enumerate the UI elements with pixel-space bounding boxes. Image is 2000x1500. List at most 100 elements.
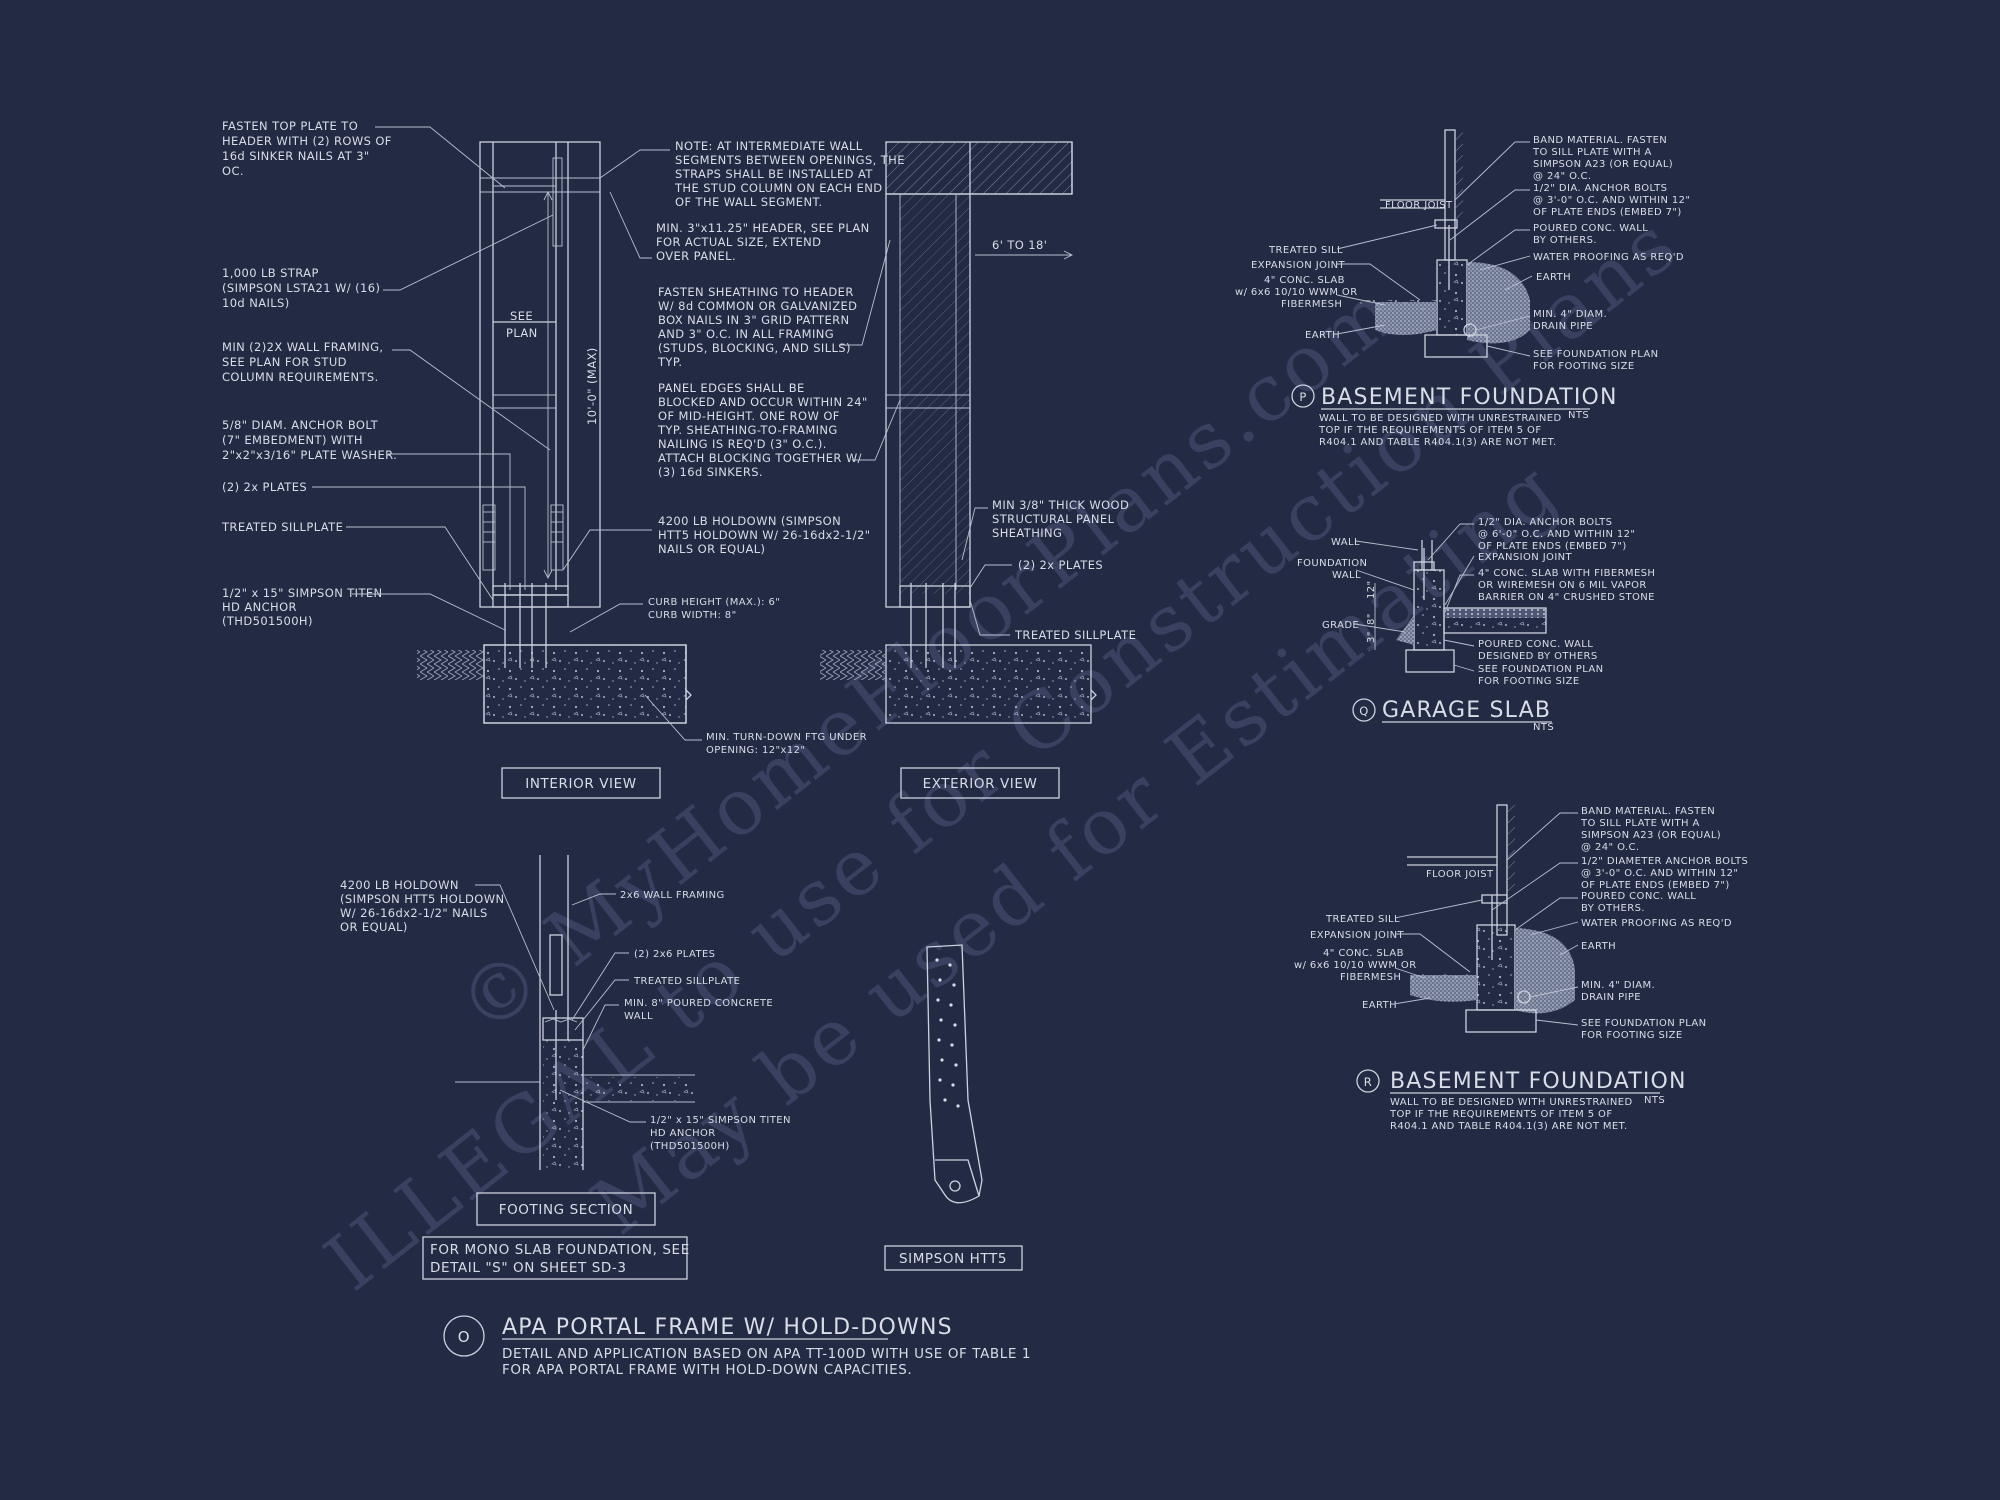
callout-anchor-bolt-2: (7" EMBEDMENT) WITH — [222, 433, 363, 447]
r-note-1: WALL TO BE DESIGNED WITH UNRESTRAINED — [1390, 1097, 1633, 1108]
simpson-htt5-detail: SIMPSON HTT5 — [884, 944, 1023, 1271]
p-band-1: BAND MATERIAL. FASTEN — [1533, 135, 1667, 146]
r-title: BASEMENT FOUNDATION — [1390, 1069, 1687, 1094]
q-footing-2: FOR FOOTING SIZE — [1478, 676, 1580, 687]
p-band-2: TO SILL PLATE WITH A — [1532, 147, 1652, 158]
q-bolts-2: @ 6'-0" O.C. AND WITHIN 12" — [1478, 529, 1635, 540]
garage-slab-q-detail: 12" 8" 3" 1/2" DIA. ANCHOR BOLTS @ 6'-0"… — [1297, 517, 1655, 733]
garage-dim-2: 8" — [1366, 613, 1377, 625]
callout-footing-framing: 2x6 WALL FRAMING — [620, 890, 725, 901]
callout-turn-down-1: MIN. TURN-DOWN FTG UNDER — [706, 732, 867, 743]
q-grade: GRADE — [1322, 620, 1359, 631]
callout-sillplate: TREATED SILLPLATE — [221, 520, 343, 534]
r-earth-right: EARTH — [1581, 941, 1616, 952]
r-wall-2: BY OTHERS. — [1581, 903, 1645, 914]
callout-sheathing-6: TYP. — [657, 355, 682, 369]
callout-wall-framing-2: SEE PLAN FOR STUD — [222, 355, 347, 369]
r-drain-1: MIN. 4" DIAM. — [1581, 980, 1655, 991]
r-waterproof: WATER PROOFING AS REQ'D — [1581, 918, 1732, 929]
r-drain-2: DRAIN PIPE — [1581, 992, 1641, 1003]
portal-frame-subtitle-1: DETAIL AND APPLICATION BASED ON APA TT-1… — [502, 1346, 1031, 1362]
callout-footing-plates: (2) 2x6 PLATES — [634, 949, 715, 960]
callout-strap-3: 10d NAILS) — [222, 296, 290, 310]
callout-panel-edges-2: BLOCKED AND OCCUR WITHIN 24" — [658, 395, 868, 409]
r-band-2: TO SILL PLATE WITH A — [1580, 818, 1700, 829]
interior-view-label: INTERIOR VIEW — [525, 776, 636, 792]
callout-sheathing-5: (STUDS, BLOCKING, AND SILLS) — [658, 341, 851, 355]
callout-footing-holdown-2: (SIMPSON HTT5 HOLDOWN — [340, 892, 505, 906]
r-slab-1: 4" CONC. SLAB — [1323, 948, 1404, 959]
r-joist: FLOOR JOIST — [1426, 869, 1494, 880]
p-footing-1: SEE FOUNDATION PLAN — [1533, 349, 1659, 360]
p-wall-2: BY OTHERS. — [1533, 235, 1597, 246]
r-band-4: @ 24" O.C. — [1581, 842, 1640, 853]
callout-sheathing-4: AND 3" O.C. IN ALL FRAMING — [658, 327, 834, 341]
callout-strap-1: 1,000 LB STRAP — [222, 266, 319, 280]
q-wall: WALL — [1331, 537, 1360, 548]
callout-sheathing-1: FASTEN SHEATHING TO HEADER — [658, 285, 854, 299]
r-note-2: TOP IF THE REQUIREMENTS OF ITEM 5 OF — [1389, 1109, 1612, 1120]
callout-footing-concrete-1: MIN. 8" POURED CONCRETE — [624, 998, 773, 1009]
callout-footing-sillplate: TREATED SILLPLATE — [633, 976, 740, 987]
r-sill: TREATED SILL — [1325, 914, 1400, 925]
callout-panel-1: MIN 3/8" THICK WOOD — [992, 498, 1129, 512]
r-bolts-1: 1/2" DIAMETER ANCHOR BOLTS — [1581, 856, 1748, 867]
garage-dim-1: 12" — [1366, 580, 1377, 599]
p-band-4: @ 24" O.C. — [1533, 171, 1592, 182]
callout-titen-1: 1/2" x 15" SIMPSON TITEN — [222, 586, 383, 600]
q-slab-2: OR WIREMESH ON 6 MIL VAPOR — [1478, 580, 1647, 591]
q-fwall-2: WALL — [1332, 570, 1361, 581]
portal-frame-title: APA PORTAL FRAME W/ HOLD-DOWNS — [502, 1315, 953, 1340]
q-conc-wall-2: DESIGNED BY OTHERS — [1478, 651, 1598, 662]
callout-sheathing-2: W/ 8d COMMON OR GALVANIZED — [658, 299, 857, 313]
p-earth-right: EARTH — [1536, 272, 1571, 283]
q-conc-wall-1: POURED CONC. WALL — [1478, 639, 1593, 650]
callout-footing-holdown-4: OR EQUAL) — [340, 920, 408, 934]
callout-header-2: FOR ACTUAL SIZE, EXTEND — [656, 235, 821, 249]
callout-panel-edges-6: ATTACH BLOCKING TOGETHER W/ — [658, 451, 862, 465]
callout-panel-3: SHEATHING — [992, 526, 1062, 540]
r-joint: EXPANSION JOINT — [1310, 930, 1405, 941]
exterior-view-label: EXTERIOR VIEW — [923, 776, 1038, 792]
callout-strap-2: (SIMPSON LSTA21 W/ (16) — [222, 281, 380, 295]
q-nts: NTS — [1533, 722, 1554, 733]
p-slab-3: FIBERMESH — [1281, 299, 1342, 310]
note-line-5: OF THE WALL SEGMENT. — [675, 195, 823, 209]
callout-wall-framing-1: MIN (2)2X WALL FRAMING, — [222, 340, 383, 354]
r-footing-1: SEE FOUNDATION PLAN — [1581, 1018, 1707, 1029]
q-slab-3: BARRIER ON 4" CRUSHED STONE — [1478, 592, 1655, 603]
callout-titen-3: (THD501500H) — [222, 614, 313, 628]
r-note-3: R404.1 AND TABLE R404.1(3) ARE NOT MET. — [1390, 1121, 1628, 1132]
callout-header-1: MIN. 3"x11.25" HEADER, SEE PLAN — [656, 221, 870, 235]
callout-footing-concrete-2: WALL — [624, 1011, 653, 1022]
p-joist: FLOOR JOIST — [1385, 200, 1453, 211]
q-joint: EXPANSION JOINT — [1478, 552, 1573, 563]
q-fwall-1: FOUNDATION — [1297, 558, 1367, 569]
mono-slab-note-1: FOR MONO SLAB FOUNDATION, SEE — [430, 1242, 690, 1258]
callout-footing-titen-3: (THD501500H) — [650, 1141, 730, 1152]
callout-fasten-top-plate-4: OC. — [222, 164, 244, 178]
mono-slab-note-2: DETAIL "S" ON SHEET SD-3 — [430, 1260, 627, 1276]
callout-ext-plates: (2) 2x PLATES — [1018, 558, 1103, 572]
note-line-2: SEGMENTS BETWEEN OPENINGS, THE — [675, 153, 905, 167]
callout-holdown-1: 4200 LB HOLDOWN (SIMPSON — [658, 514, 841, 528]
callout-curb-2: CURB WIDTH: 8" — [648, 610, 737, 621]
note-line-1: NOTE: AT INTERMEDIATE WALL — [675, 139, 863, 153]
note-line-3: STRAPS SHALL BE INSTALLED AT — [675, 167, 873, 181]
callout-footing-titen-1: 1/2" x 15" SIMPSON TITEN — [650, 1115, 791, 1126]
watermark-line-2: ILLEGAL to use for Construction Plans — [309, 198, 1695, 1309]
callout-ext-sillplate: TREATED SILLPLATE — [1014, 628, 1136, 642]
callout-wall-framing-3: COLUMN REQUIREMENTS. — [222, 370, 379, 384]
callout-titen-2: HD ANCHOR — [222, 600, 297, 614]
callout-sheathing-3: BOX NAILS IN 3" GRID PATTERN — [658, 313, 850, 327]
p-wall-1: POURED CONC. WALL — [1533, 223, 1648, 234]
see-plan-1: SEE — [510, 309, 533, 323]
watermark: © MyHomeFloorPlans.com ILLEGAL to use fo… — [309, 198, 1695, 1309]
q-marker: Q — [1359, 704, 1368, 718]
callout-header-3: OVER PANEL. — [656, 249, 736, 263]
p-note-1: WALL TO BE DESIGNED WITH UNRESTRAINED — [1319, 413, 1562, 424]
see-plan-2: PLAN — [506, 326, 538, 340]
q-bolts-3: OF PLATE ENDS (EMBED 7") — [1478, 541, 1627, 552]
callout-panel-edges-1: PANEL EDGES SHALL BE — [658, 381, 805, 395]
p-bolts-1: 1/2" DIA. ANCHOR BOLTS — [1533, 183, 1667, 194]
